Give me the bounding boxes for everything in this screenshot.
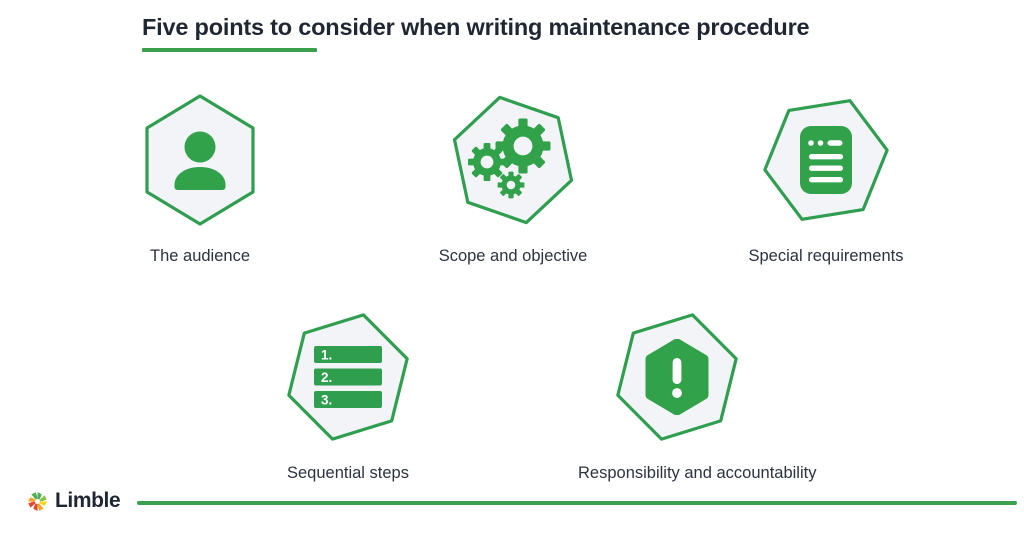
point-label-scope: Scope and objective [438, 247, 588, 265]
point-card-responsibility: Responsibility and accountability [578, 297, 816, 484]
point-label-audience: The audience [150, 247, 250, 265]
list-number-3: 3. [321, 393, 332, 408]
footer: Limble [0, 486, 1024, 540]
hexagon-badge-audience [105, 80, 295, 240]
gears-icon [468, 118, 551, 199]
exclamation-hexagon-icon [645, 339, 709, 415]
point-card-sequential: 1. 2. 3. Sequential steps [253, 297, 443, 484]
hexagon-badge-sequential: 1. 2. 3. [253, 297, 443, 457]
hexagon-badge-special [731, 80, 921, 240]
limble-pinwheel-icon [28, 491, 47, 511]
page-title: Five points to consider when writing mai… [142, 14, 810, 40]
brand-name: Limble [55, 489, 121, 512]
point-card-audience: The audience [105, 80, 295, 267]
list-number-1: 1. [321, 348, 332, 363]
brand-logo: Limble [26, 489, 121, 513]
hexagon-badge-scope [418, 80, 608, 240]
numbered-list-icon: 1. 2. 3. [314, 346, 382, 408]
point-label-sequential: Sequential steps [286, 464, 409, 482]
point-label-responsibility: Responsibility and accountability [578, 464, 817, 482]
title-underline-accent [142, 48, 317, 53]
hexagon-badge-responsibility [582, 297, 772, 457]
title-block: Five points to consider when writing mai… [142, 14, 942, 53]
point-label-special: Special requirements [748, 247, 904, 265]
point-card-scope: Scope and objective [418, 80, 608, 267]
point-card-special: Special requirements [731, 80, 921, 267]
document-lines-icon [800, 126, 852, 194]
footer-rule [137, 501, 1017, 505]
person-icon [174, 131, 226, 190]
list-number-2: 2. [321, 370, 332, 385]
